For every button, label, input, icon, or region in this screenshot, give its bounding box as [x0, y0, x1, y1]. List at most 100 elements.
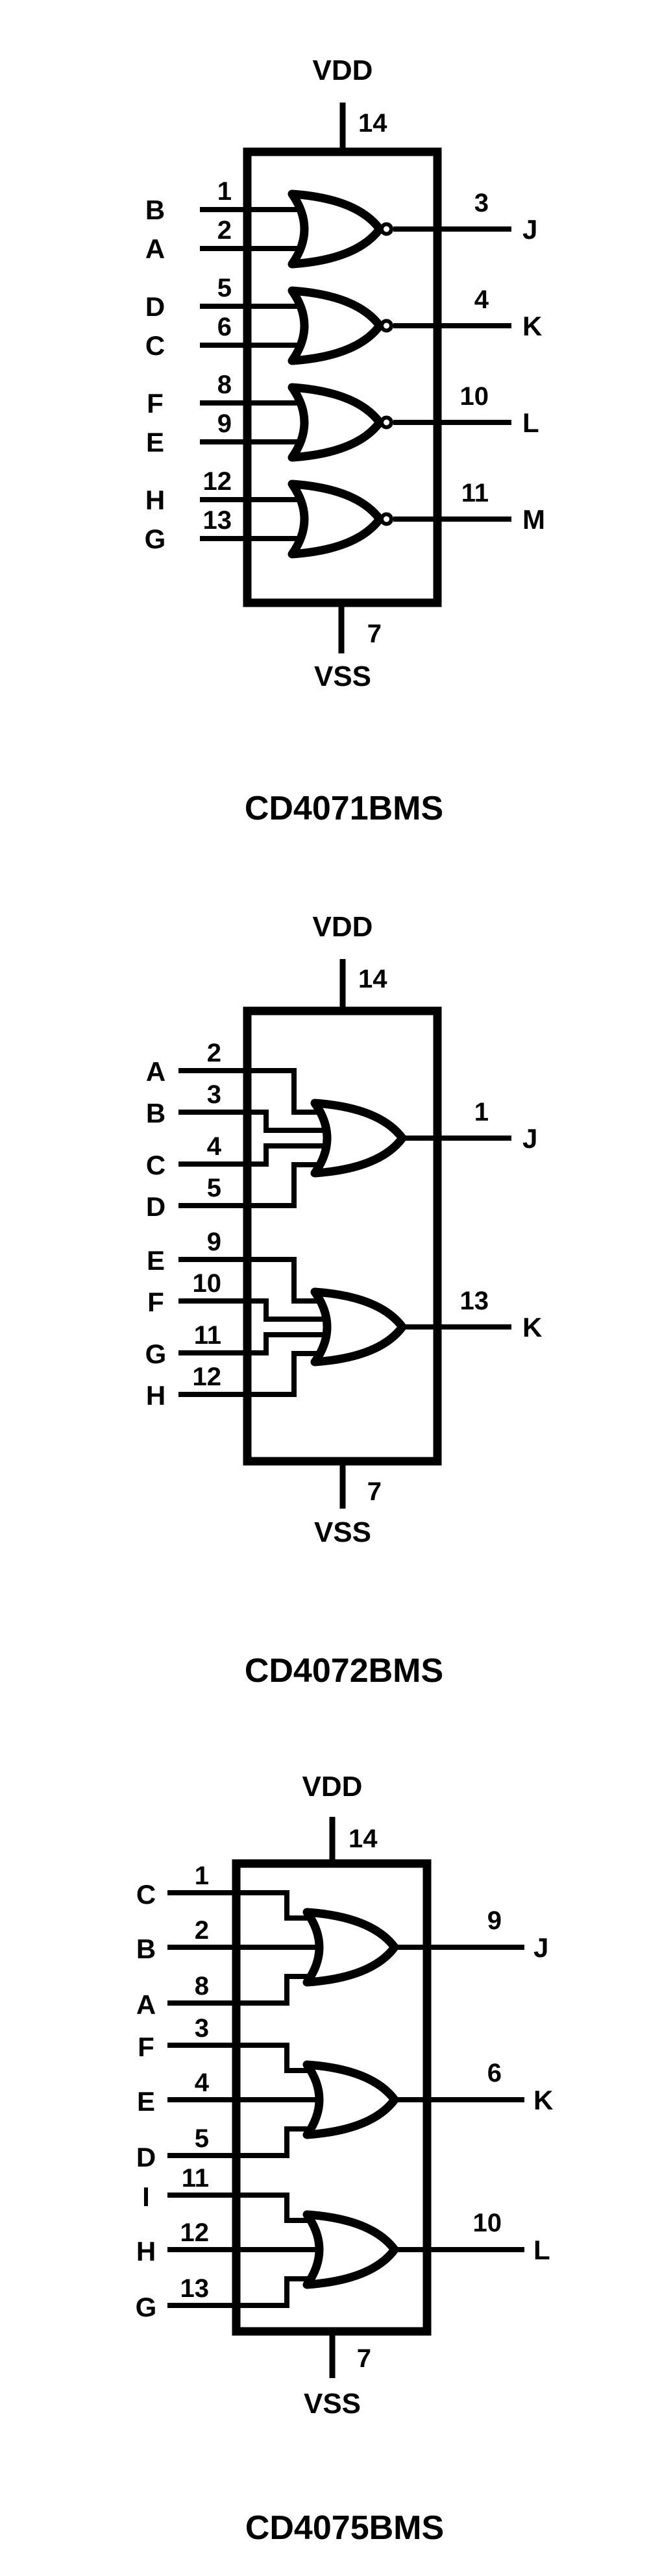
output-net-label: L — [522, 407, 539, 438]
chip-caption: CD4071BMS — [245, 790, 443, 827]
input-wire — [178, 1162, 334, 1208]
output-pin-number: 11 — [461, 479, 489, 507]
input-pin-number: 11 — [194, 1321, 221, 1350]
gate-4: H G 12 13 11 M — [145, 467, 545, 559]
output-net-label: K — [522, 311, 542, 341]
gate-2: F E D 3 4 5 6 K — [136, 2014, 554, 2172]
input-pin-number: 10 — [193, 1269, 222, 1298]
input-net-label: D — [146, 1191, 165, 1222]
output-net-label: J — [533, 1932, 548, 1963]
gate-1: B A 1 2 3 J — [145, 177, 537, 269]
input-net-label: I — [142, 2181, 150, 2212]
gate-2: D C 5 6 4 K — [145, 274, 542, 365]
gate-3: I H G 11 12 13 10 L — [136, 2164, 550, 2322]
input-net-label: C — [145, 330, 165, 361]
vss-pin-number: 7 — [367, 620, 382, 648]
input-net-label: B — [136, 1934, 156, 1964]
input-net-label: B — [145, 195, 165, 225]
input-wire — [178, 1143, 330, 1167]
output-pin-number: 3 — [474, 189, 489, 217]
vss-label: VSS — [314, 1516, 371, 1548]
input-net-label: C — [136, 1879, 156, 1910]
input-net-label: E — [137, 2086, 155, 2117]
input-wire — [178, 1110, 330, 1133]
input-pin-number: 13 — [180, 2274, 210, 2303]
or-gate-body-icon — [302, 2210, 399, 2289]
vdd-label: VDD — [313, 55, 373, 86]
or-gate-body-icon — [288, 286, 384, 365]
output-pin-number: 1 — [474, 1098, 489, 1126]
output-net-label: K — [533, 2085, 553, 2115]
input-pin-number: 12 — [193, 1363, 222, 1391]
input-pin-number: 5 — [195, 2124, 209, 2153]
output-pin-number: 4 — [474, 286, 489, 314]
input-net-label: F — [147, 388, 164, 419]
input-pin-number: 11 — [182, 2164, 209, 2193]
vss-label: VSS — [304, 2388, 361, 2420]
vss-pin-number: 7 — [357, 2344, 371, 2373]
input-net-label: A — [145, 234, 165, 264]
invert-bubble-icon — [380, 512, 393, 526]
output-pin-number: 10 — [473, 2209, 502, 2237]
input-pin-number: 5 — [217, 274, 232, 302]
vdd-label: VDD — [302, 1771, 363, 1803]
vdd-label: VDD — [313, 911, 373, 943]
input-net-label: G — [145, 1339, 167, 1369]
input-net-label: G — [136, 2292, 157, 2322]
chip-cd4075bms-diagram: VDD 14 C B A 1 2 8 9 J F E D 3 — [136, 1771, 554, 2547]
input-net-label: A — [136, 1989, 156, 2020]
chip-caption: CD4072BMS — [245, 1652, 443, 1690]
output-net-label: K — [522, 1312, 542, 1343]
vdd-pin-number: 14 — [349, 1825, 378, 1853]
input-pin-number: 6 — [217, 313, 232, 341]
output-pin-number: 9 — [487, 1906, 502, 1935]
output-pin-number: 6 — [487, 2059, 502, 2087]
input-wire — [178, 1332, 330, 1355]
input-pin-number: 2 — [195, 1916, 209, 1945]
or-gate-body-icon — [288, 189, 384, 269]
vss-label: VSS — [314, 661, 371, 692]
input-net-label: C — [146, 1150, 165, 1180]
input-net-label: D — [136, 2142, 156, 2172]
gate-2: E F G H 9 10 11 12 13 K — [145, 1228, 543, 1411]
input-pin-number: 8 — [217, 371, 232, 399]
input-pin-number: 4 — [195, 2069, 210, 2097]
input-pin-number: 9 — [207, 1228, 221, 1256]
input-pin-number: 3 — [195, 2014, 209, 2043]
input-net-label: G — [145, 524, 166, 554]
gate-1: A B C D 2 3 4 5 1 J — [146, 1039, 538, 1222]
or-gate-body-icon — [288, 480, 384, 559]
output-pin-number: 10 — [460, 382, 489, 411]
or-gate-body-icon — [302, 1908, 399, 1987]
output-net-label: J — [522, 1123, 537, 1154]
output-net-label: M — [522, 504, 545, 535]
input-pin-number: 1 — [217, 177, 232, 206]
input-pin-number: 2 — [217, 216, 232, 245]
input-net-label: D — [145, 291, 165, 322]
input-pin-number: 13 — [203, 506, 232, 535]
input-net-label: A — [146, 1056, 165, 1087]
chip-cd4071bms-diagram: VDD 14 B A 1 2 3 J D C 5 6 — [145, 55, 545, 827]
gate-1: C B A 1 2 8 9 J — [136, 1862, 549, 2020]
input-net-label: H — [146, 1380, 165, 1411]
input-wire — [178, 1351, 334, 1397]
input-pin-number: 12 — [203, 467, 232, 496]
output-net-label: J — [522, 214, 537, 245]
vdd-pin-number: 14 — [358, 109, 387, 138]
or-gate-body-icon — [288, 383, 384, 462]
input-pin-number: 4 — [207, 1132, 222, 1161]
vdd-pin-number: 14 — [358, 965, 387, 993]
input-net-label: B — [146, 1098, 165, 1128]
or-gate-body-icon — [302, 2060, 399, 2139]
output-pin-number: 13 — [460, 1287, 489, 1315]
input-net-label: H — [136, 2236, 156, 2266]
or-gate-body-icon — [310, 1287, 407, 1367]
input-wire — [178, 1298, 330, 1322]
invert-bubble-icon — [380, 319, 393, 333]
input-pin-number: 3 — [207, 1080, 221, 1109]
input-pin-number: 5 — [207, 1174, 221, 1202]
input-pin-number: 2 — [207, 1039, 221, 1067]
input-net-label: F — [138, 2032, 154, 2062]
input-pin-number: 1 — [195, 1862, 209, 1890]
